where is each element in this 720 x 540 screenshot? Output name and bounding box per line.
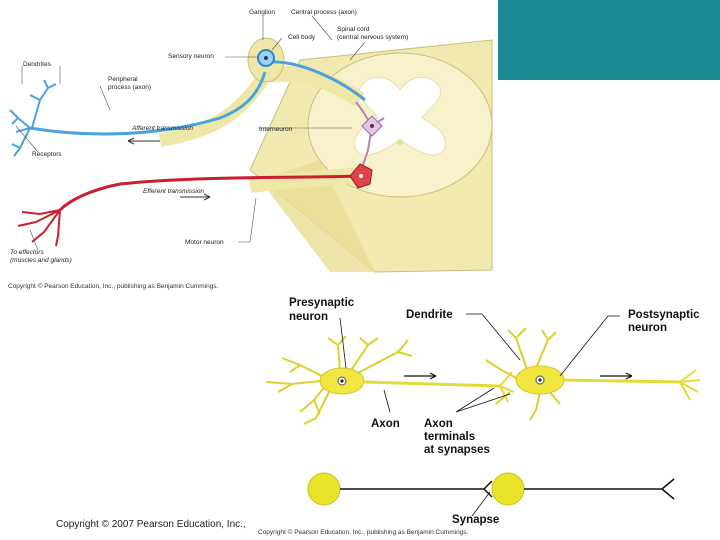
label-efferent-transmission: Efferent transmission — [143, 188, 204, 195]
caption-bottom: Copyright © Pearson Education, Inc., pub… — [258, 528, 469, 536]
central-canal — [397, 139, 403, 145]
leader-lines-top — [15, 15, 366, 251]
synapse-chain-diagram: Presynaptic neuron Dendrite Postsynaptic… — [258, 297, 700, 536]
label-axon-terminals-2: terminals — [424, 431, 475, 443]
interneuron — [355, 101, 385, 169]
efferent-arrow — [180, 193, 211, 201]
sensory-peripheral-axon — [29, 71, 267, 136]
label-afferent-transmission: Afferent transmission — [131, 125, 193, 132]
postsynaptic-axon — [561, 378, 681, 384]
reflex-arc-diagram: Ganglion Central process (axon) Spinal c… — [8, 9, 493, 290]
arrow-presynaptic — [404, 372, 437, 380]
sensory-dendrites — [9, 79, 57, 157]
arrow-postsynaptic — [600, 372, 633, 380]
label-presynaptic-neuron: neuron — [289, 311, 328, 323]
afferent-arrow — [127, 137, 160, 145]
label-axon: Axon — [371, 418, 400, 430]
schematic-neuron-left — [307, 472, 341, 506]
motor-neuron — [17, 163, 373, 247]
label-synapse: Synapse — [452, 514, 499, 526]
postsynaptic-terminals — [679, 369, 701, 401]
sensory-central-axon — [267, 60, 366, 102]
label-sensory-neuron: Sensory neuron — [168, 53, 214, 60]
interneuron-nucleus — [370, 124, 374, 128]
presynaptic-neuron — [265, 335, 413, 425]
label-axon-terminals-1: Axon — [424, 418, 453, 430]
schematic-synapse-leader — [471, 491, 491, 517]
label-peripheral: Peripheral — [108, 76, 138, 83]
leader-lines-bottom — [339, 313, 620, 413]
sensory-nucleus — [264, 56, 268, 60]
caption-top: Copyright © Pearson Education, Inc., pub… — [8, 282, 219, 290]
copyright-footer: Copyright © 2007 Pearson Education, Inc.… — [56, 519, 246, 530]
label-central-process: Central process (axon) — [291, 9, 357, 16]
presynaptic-nucleolus — [340, 379, 344, 383]
label-cell-body: Cell body — [288, 34, 316, 41]
label-axon-terminals-3: at synapses — [424, 444, 490, 456]
motor-nucleus — [359, 174, 363, 178]
motor-terminals — [17, 209, 61, 247]
spinal-nerve — [158, 75, 268, 147]
label-dendrite: Dendrite — [406, 309, 453, 321]
label-peripheral-axon: process (axon) — [108, 84, 151, 91]
postsynaptic-neuron — [485, 327, 701, 421]
postsynaptic-nucleolus — [538, 378, 542, 382]
presynaptic-dendrites — [265, 335, 413, 425]
label-ganglion: Ganglion — [249, 9, 275, 16]
schematic-axon-line — [340, 478, 675, 500]
label-postsynaptic-neuron: neuron — [628, 322, 667, 334]
title-banner — [498, 0, 720, 80]
postsynaptic-dendrites — [485, 327, 561, 421]
label-to-effectors: To effectors — [10, 249, 44, 256]
schematic-neuron-right — [491, 472, 525, 506]
label-muscles-glands: (muscles and glands) — [10, 257, 72, 264]
label-postsynaptic: Postsynaptic — [628, 309, 700, 321]
schematic-synapse: Synapse — [307, 472, 675, 526]
label-motor-neuron: Motor neuron — [185, 239, 224, 246]
label-dendrites: Dendrites — [23, 61, 52, 68]
axon — [363, 380, 501, 388]
label-presynaptic: Presynaptic — [289, 297, 355, 309]
label-receptors: Receptors — [32, 151, 62, 158]
label-interneuron: Interneuron — [259, 126, 293, 133]
label-spinal-cord-cns: (central nervous system) — [337, 34, 408, 41]
label-spinal-cord: Spinal cord — [337, 26, 370, 33]
sensory-neuron — [9, 49, 366, 157]
motor-axon — [58, 174, 361, 212]
